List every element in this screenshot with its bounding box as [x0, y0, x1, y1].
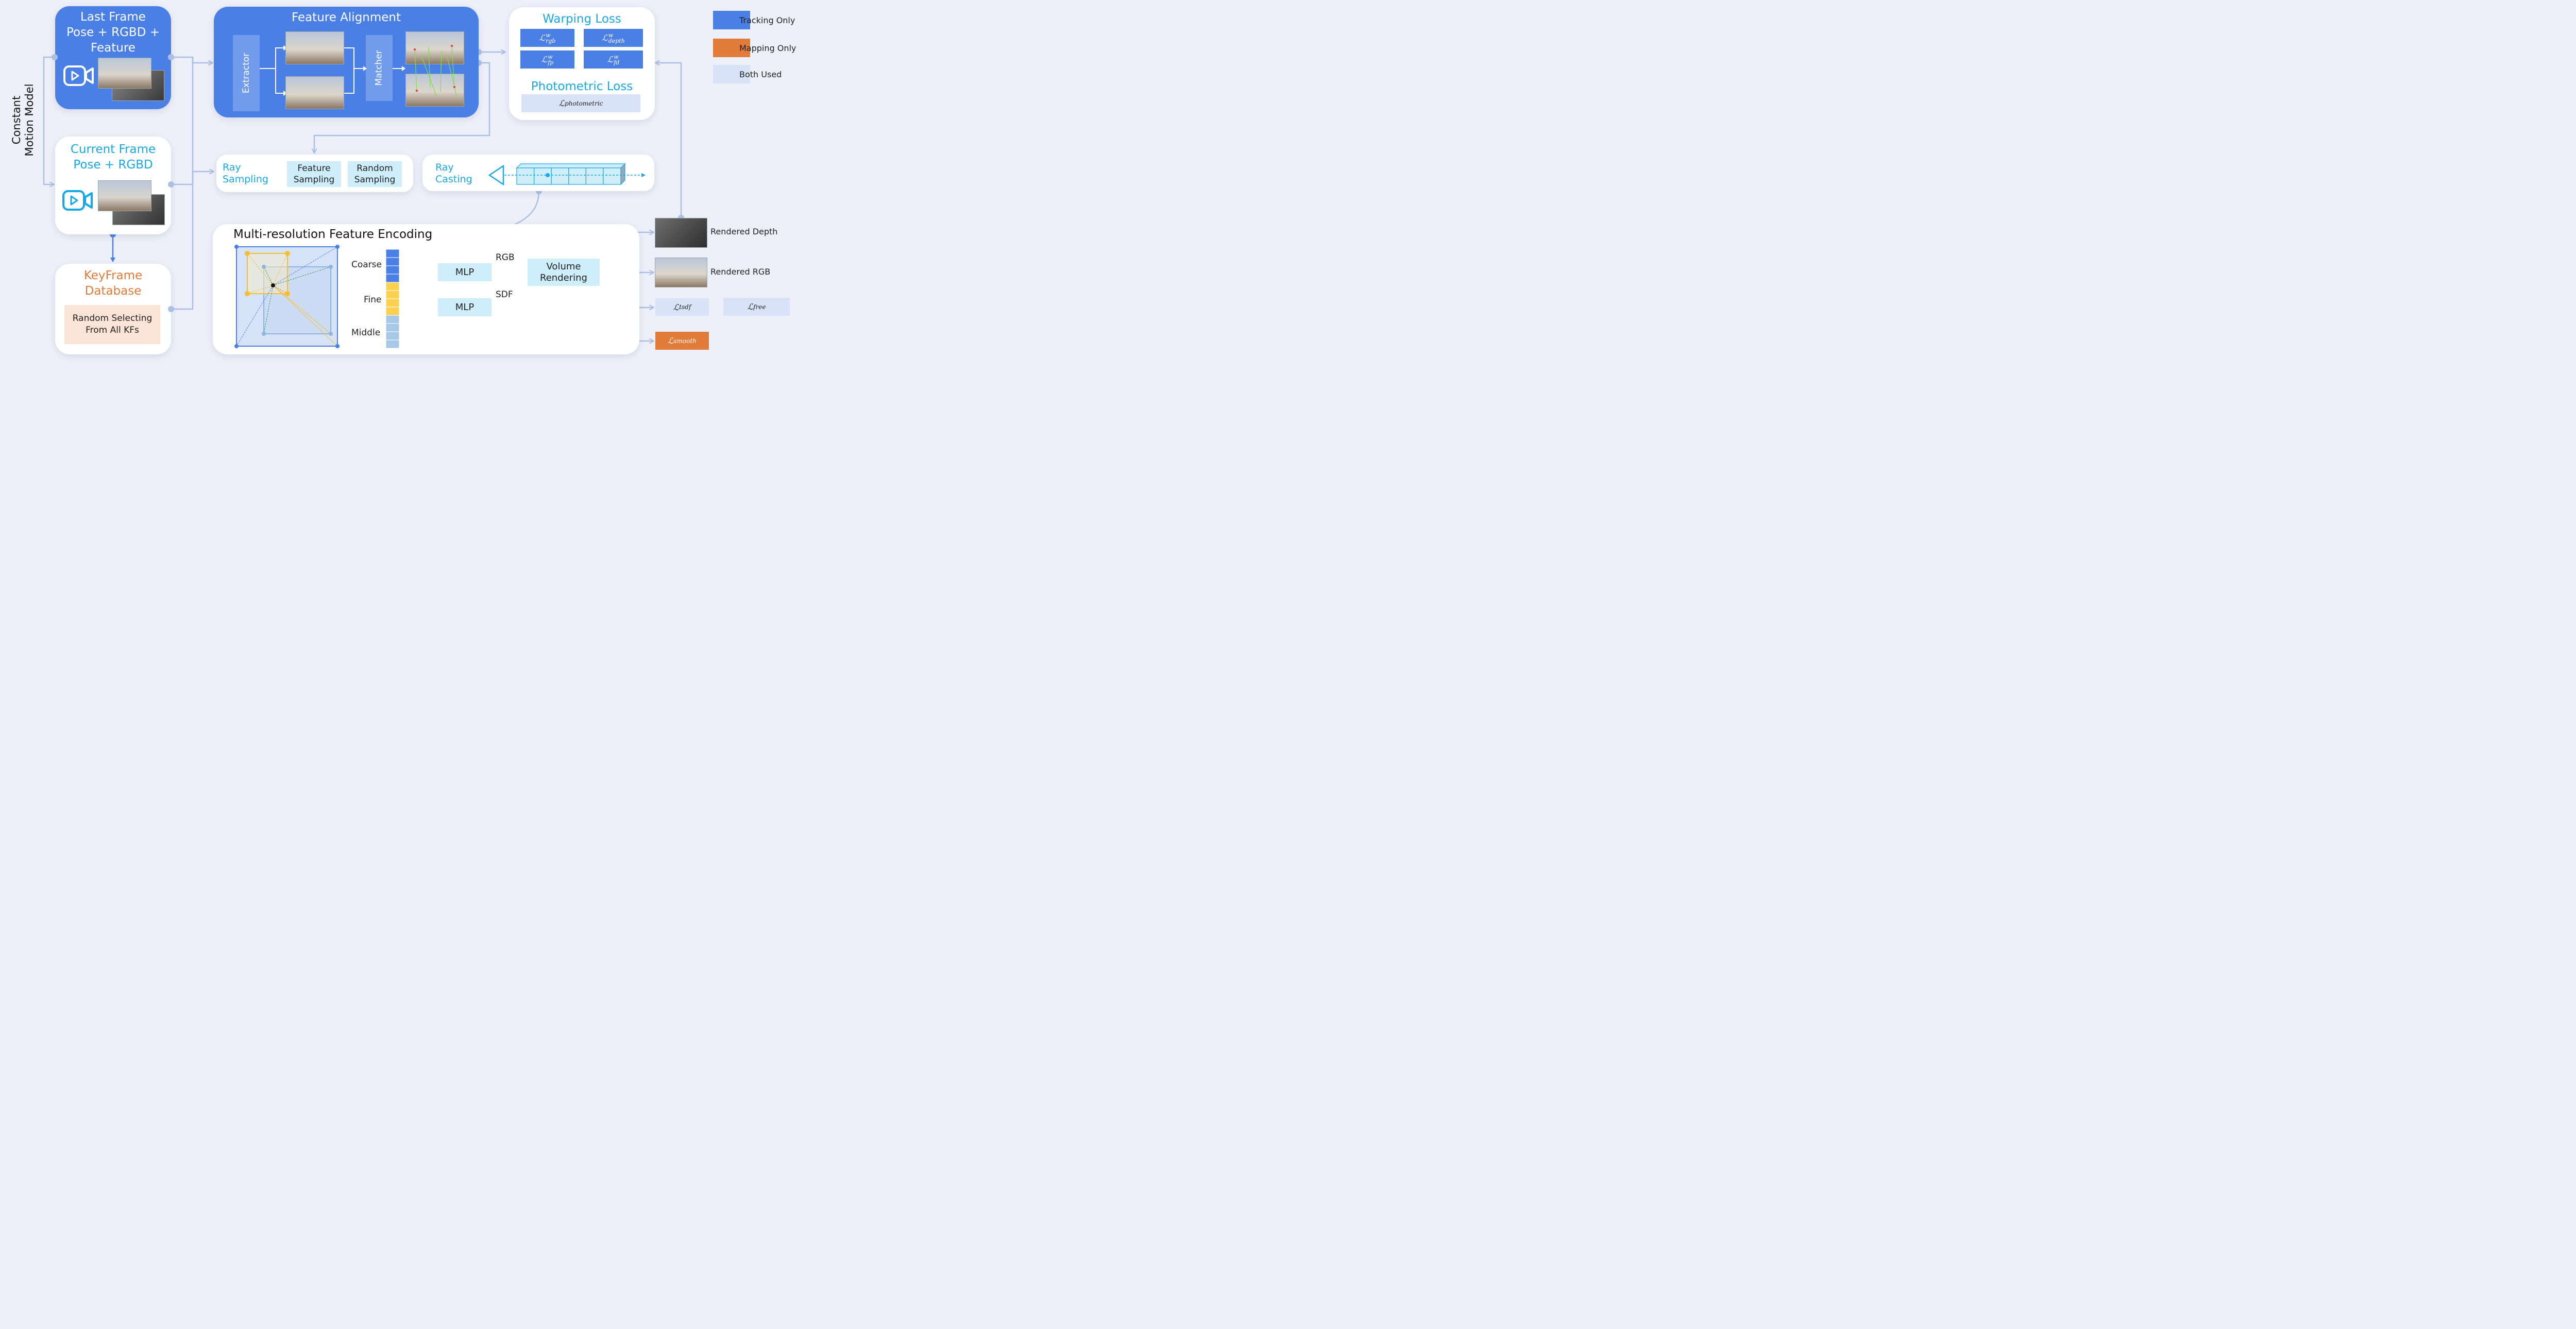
sdf-output-label: SDF	[496, 289, 513, 300]
keyframe-note-line-2: From All KFs	[86, 325, 139, 335]
current-frame-card: Current Frame Pose + RGBD	[55, 137, 171, 234]
legend-swatch-tracking	[713, 11, 750, 29]
alignment-rgb-image-top	[285, 31, 344, 64]
current-frame-title-line-1: Current Frame	[70, 143, 156, 156]
feature-alignment-panel: Feature Alignment Extractor Matcher	[214, 7, 479, 117]
legend-swatch-mapping	[713, 39, 750, 57]
keyframe-note-line-1: Random Selecting	[72, 313, 152, 323]
rendered-depth-image	[655, 218, 707, 248]
random-sampling-line-2: Sampling	[354, 175, 396, 185]
legend-label-mapping: Mapping Only	[739, 43, 796, 53]
extractor-block: Extractor	[233, 35, 260, 111]
keyframe-title-line-2: Database	[84, 284, 142, 298]
loss-superscript: w	[608, 31, 614, 39]
mlp-color-block: MLP	[438, 263, 492, 281]
loss-subscript: fp	[548, 59, 554, 66]
loss-subscript: photometric	[565, 99, 603, 107]
loss-subscript: depth	[608, 37, 625, 44]
loss-superscript: w	[546, 31, 551, 39]
loss-subscript: free	[753, 303, 766, 311]
current-frame-title-line-2: Pose + RGBD	[73, 158, 153, 172]
last-frame-title-line-2: Pose + RGBD +	[66, 26, 160, 39]
loss-subscript: smooth	[673, 337, 697, 345]
ray-casting-panel: Ray Casting	[422, 155, 654, 191]
loss-symbol: ℒ	[602, 33, 608, 43]
matched-image-bottom	[405, 74, 464, 107]
current-frame-rgb-image	[98, 180, 151, 211]
alignment-rgb-image-bottom	[285, 76, 344, 109]
loss-symbol: ℒ	[673, 302, 680, 312]
matcher-block: Matcher	[366, 35, 393, 101]
fine-level-label: Fine	[364, 295, 382, 305]
loss-symbol: ℒ	[558, 98, 565, 108]
volume-rendering-line-1: Volume	[546, 261, 581, 272]
coarse-level-label: Coarse	[351, 260, 382, 270]
loss-symbol: ℒ	[667, 336, 674, 346]
last-frame-title-line-3: Feature	[91, 41, 135, 55]
feature-alignment-title: Feature Alignment	[291, 11, 401, 24]
warping-loss-title: Warping Loss	[543, 12, 621, 26]
feature-sampling-box: Feature Sampling	[287, 161, 341, 187]
legend-label-both: Both Used	[739, 70, 782, 79]
loss-symbol: ℒ	[539, 33, 546, 43]
video-camera-icon	[63, 65, 94, 86]
loss-superscript: w	[614, 53, 619, 60]
last-frame-title-line-1: Last Frame	[80, 10, 146, 24]
last-frame-card: Last Frame Pose + RGBD + Feature	[55, 6, 171, 109]
loss-symbol: ℒ	[747, 302, 754, 312]
multi-resolution-grid	[234, 245, 340, 348]
photometric-loss-title: Photometric Loss	[531, 80, 633, 93]
legend-label-tracking: Tracking Only	[739, 15, 795, 25]
video-camera-icon	[62, 190, 93, 211]
volume-rendering-line-2: Rendering	[540, 272, 587, 283]
legend-swatch-both	[713, 65, 750, 83]
ray-casting-line-2: Casting	[435, 174, 472, 185]
loss-subscript: rgb	[546, 37, 556, 44]
feature-sampling-line-2: Sampling	[293, 175, 335, 185]
volume-rendering-block: Volume Rendering	[528, 259, 600, 286]
loss-symbol: ℒ	[607, 55, 614, 64]
loss-subscript: fd	[614, 59, 620, 66]
random-sampling-line-1: Random	[357, 163, 393, 174]
feature-match-lines	[414, 45, 457, 98]
encoding-title: Multi-resolution Feature Encoding	[233, 228, 433, 241]
ray-sampling-label: Ray Sampling	[223, 162, 268, 185]
ray-casting-line-1: Ray	[435, 162, 454, 173]
ray-casting-label: Ray Casting	[435, 162, 472, 185]
feature-sampling-line-1: Feature	[297, 163, 331, 174]
rendered-rgb-label: Rendered RGB	[710, 267, 771, 277]
keyframe-database-card: KeyFrame Database Random Selecting From …	[55, 264, 171, 354]
mlp-sdf-block: MLP	[438, 298, 492, 316]
middle-level-label: Middle	[351, 328, 381, 338]
rendered-rgb-image	[655, 258, 707, 287]
loss-subscript: tsdf	[679, 303, 691, 311]
rgb-output-label: RGB	[496, 252, 515, 263]
feature-vector-stack	[385, 249, 400, 349]
ray-casting-illustration	[488, 163, 646, 186]
rendered-depth-label: Rendered Depth	[710, 227, 778, 236]
keyframe-title-line-1: KeyFrame	[83, 269, 143, 282]
loss-symbol: ℒ	[541, 55, 548, 64]
ray-sampling-line-1: Ray	[223, 162, 241, 173]
last-frame-rgb-image	[98, 58, 151, 89]
loss-superscript: w	[548, 53, 553, 60]
random-sampling-box: Random Sampling	[348, 161, 402, 187]
keyframe-selection-note: Random Selecting From All KFs	[64, 305, 160, 344]
ray-sampling-line-2: Sampling	[223, 174, 268, 185]
ray-sampling-panel: Ray Sampling Feature Sampling Random Sam…	[216, 155, 413, 192]
